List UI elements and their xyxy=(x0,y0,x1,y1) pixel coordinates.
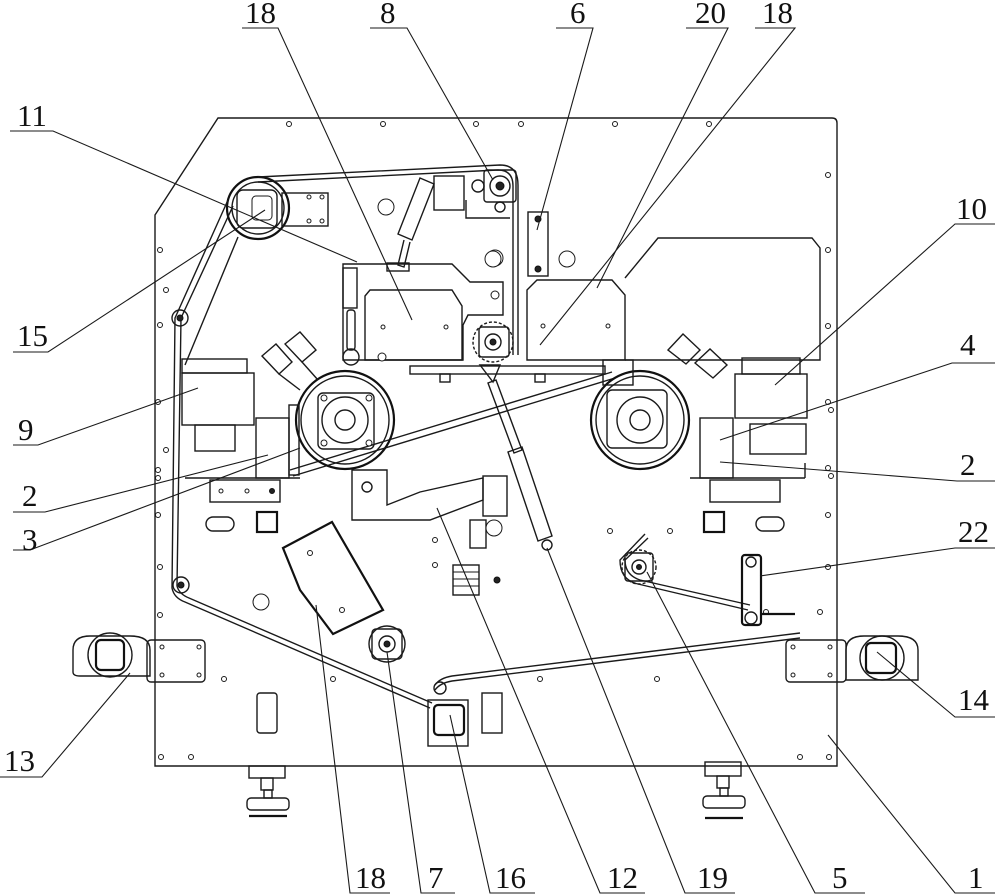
upper-center-plate xyxy=(342,262,504,366)
gear-box-8 xyxy=(433,169,517,219)
side-motor-14 xyxy=(785,635,919,683)
callout-3: 3 xyxy=(22,522,38,557)
sprocket-5 xyxy=(621,549,657,585)
sensor-heads-left xyxy=(260,331,319,391)
sensor-heads-right xyxy=(666,333,729,379)
callout-2: 2 xyxy=(960,447,976,482)
hole-large xyxy=(252,593,270,611)
callout-16: 16 xyxy=(495,860,526,895)
slide-bracket-2-left xyxy=(185,404,300,534)
callout-19: 19 xyxy=(697,860,728,895)
motor-16 xyxy=(427,681,469,747)
callout-18: 18 xyxy=(762,0,793,30)
horizontal-rail xyxy=(409,364,606,384)
roller-right xyxy=(589,369,691,471)
callout-15: 15 xyxy=(17,318,48,353)
callout-13: 13 xyxy=(4,743,35,778)
callout-8: 8 xyxy=(380,0,396,30)
leveling-foot-left xyxy=(246,765,290,818)
frame-plate xyxy=(154,117,838,767)
control-box-9 xyxy=(181,358,255,452)
strip-plate-20 xyxy=(527,211,549,277)
callout-10: 10 xyxy=(956,191,987,226)
slots xyxy=(205,516,785,734)
callout-18: 18 xyxy=(355,860,386,895)
callout-22: 22 xyxy=(958,514,989,549)
hole-large xyxy=(484,250,502,268)
belt xyxy=(171,164,801,709)
roller-left xyxy=(294,369,396,471)
side-motor-13 xyxy=(72,632,206,683)
callout-5: 5 xyxy=(832,860,848,895)
callout-2: 2 xyxy=(22,478,38,513)
bearing-7 xyxy=(368,625,406,663)
leveling-foot-right xyxy=(702,761,746,820)
callout-7: 7 xyxy=(428,860,444,895)
callout-14: 14 xyxy=(958,682,990,717)
callout-6: 6 xyxy=(570,0,586,30)
callout-4: 4 xyxy=(960,327,976,362)
callout-18: 18 xyxy=(245,0,276,30)
callout-12: 12 xyxy=(607,860,638,895)
pneumatic-cylinder-upper xyxy=(397,177,435,268)
guard-plate-18-lower xyxy=(281,520,385,636)
pulley-assembly-upper-left xyxy=(225,175,329,241)
callout-leaders xyxy=(0,27,995,894)
callout-labels: 18 8 6 20 18 11 10 15 4 9 2 2 3 22 14 13… xyxy=(4,0,990,895)
guard-plate-18-right xyxy=(526,237,821,361)
frame-holes xyxy=(155,121,834,760)
slide-bracket-2-right xyxy=(602,359,806,534)
sprocket-6 xyxy=(472,321,514,363)
control-box-10 xyxy=(734,357,808,455)
lever-bracket-12 xyxy=(351,469,508,596)
tensioner-arm-22 xyxy=(740,553,795,627)
hole-large xyxy=(377,198,395,216)
callout-1: 1 xyxy=(968,860,984,895)
callout-20: 20 xyxy=(695,0,726,30)
hole-large xyxy=(485,519,503,537)
idler-sprocket-left xyxy=(171,309,190,594)
callout-11: 11 xyxy=(17,98,47,133)
hole-large xyxy=(558,250,576,268)
callout-9: 9 xyxy=(18,412,34,447)
pneumatic-cylinder-19 xyxy=(487,379,553,551)
